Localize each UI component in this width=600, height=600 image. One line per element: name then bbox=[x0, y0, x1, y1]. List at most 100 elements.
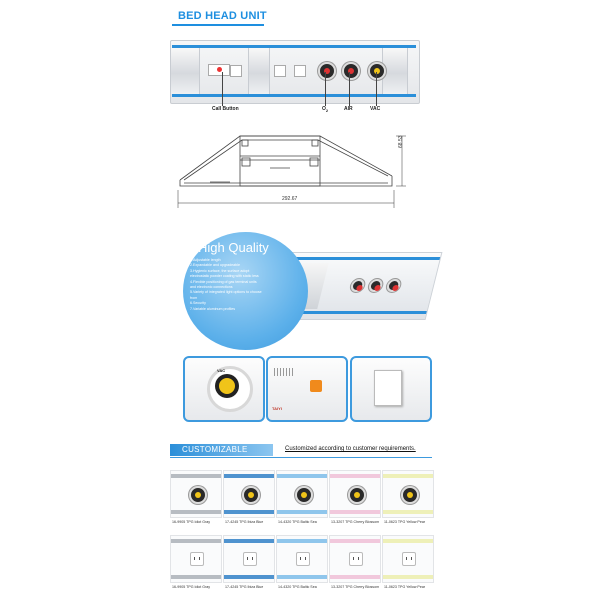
color-band bbox=[277, 539, 327, 543]
color-band bbox=[171, 510, 221, 514]
color-band bbox=[383, 510, 433, 514]
color-band bbox=[171, 474, 221, 478]
gas-socket-icon bbox=[348, 486, 366, 504]
customizable-label: CUSTOMIZABLE bbox=[182, 445, 248, 454]
color-band bbox=[330, 575, 380, 579]
photo-call-module: TAIYI bbox=[266, 356, 348, 422]
feature-item: 4.Flexible positioning of gas terminal u… bbox=[190, 279, 257, 284]
feature-item: 3.Hygienic surface, the surface adopt bbox=[190, 268, 250, 273]
swatch-caption: 17-4245 TPG Ibiza Blue bbox=[225, 520, 264, 524]
photo-vac-socket: VAC bbox=[183, 356, 265, 422]
wall-switch-icon bbox=[374, 370, 402, 406]
color-swatch bbox=[170, 470, 222, 518]
color-band bbox=[171, 539, 221, 543]
bed-head-unit-image bbox=[170, 40, 420, 104]
outlet-icon bbox=[274, 65, 286, 77]
color-band bbox=[171, 575, 221, 579]
speaker-grill-icon bbox=[274, 368, 294, 376]
color-band bbox=[383, 474, 433, 478]
swatch-caption: 13-3207 TPG Cherry Blossom bbox=[331, 585, 380, 589]
color-band bbox=[277, 575, 327, 579]
oxygen-label: O2 bbox=[322, 106, 329, 113]
call-button-icon bbox=[310, 380, 322, 392]
switch-icon bbox=[230, 65, 242, 77]
swatch-caption: 11-0623 TPG Yellow Pear bbox=[384, 520, 426, 524]
color-band bbox=[277, 474, 327, 478]
air-socket-icon bbox=[342, 62, 360, 80]
width-dimension: 292.67 bbox=[282, 196, 298, 202]
color-band bbox=[224, 510, 274, 514]
color-swatch bbox=[276, 470, 328, 518]
feature-item: and electronic connections bbox=[190, 285, 233, 290]
feature-item: 6.Security bbox=[190, 301, 206, 306]
color-band bbox=[224, 474, 274, 478]
color-band bbox=[383, 575, 433, 579]
call-button-icon bbox=[208, 64, 230, 76]
swatch-caption: 16-9905 TPG Idiot Gray bbox=[172, 585, 211, 589]
vac-socket-icon bbox=[368, 62, 386, 80]
call-button-label: Call Button bbox=[212, 106, 239, 112]
feature-item: 1.Adjustable length bbox=[190, 258, 221, 262]
gas-socket-icon bbox=[385, 279, 402, 292]
leader-line bbox=[325, 72, 326, 106]
title-underline bbox=[172, 24, 264, 26]
gas-socket-icon bbox=[401, 486, 419, 504]
photo-switch bbox=[350, 356, 432, 422]
air-label: AIR bbox=[344, 106, 353, 112]
lamp-left bbox=[170, 48, 200, 94]
gas-socket-icon bbox=[189, 486, 207, 504]
swatch-caption: 13-3207 TPG Cherry Blossom bbox=[331, 520, 380, 524]
power-outlet-icon bbox=[296, 552, 310, 566]
oxygen-socket-icon bbox=[318, 62, 336, 80]
feature-item: 5.Variety of integrated light options to… bbox=[190, 290, 262, 295]
leader-line bbox=[376, 72, 377, 106]
color-swatch bbox=[329, 535, 381, 583]
customizable-description: Customized according to customer require… bbox=[285, 446, 416, 452]
cross-section-drawing bbox=[177, 135, 406, 208]
vac-label: VAC bbox=[370, 106, 381, 112]
color-band bbox=[330, 539, 380, 543]
lamp-middle bbox=[248, 48, 270, 94]
gas-socket-icon bbox=[349, 279, 366, 292]
brand-logo: TAIYI bbox=[272, 406, 282, 411]
color-band bbox=[277, 510, 327, 514]
feature-item: 2.Expandable and upgradeable bbox=[190, 263, 240, 268]
color-band bbox=[224, 575, 274, 579]
height-dimension: 68.53 bbox=[398, 135, 404, 148]
swatch-caption: 14-4320 TPG Baltic Sea bbox=[278, 520, 317, 524]
color-band bbox=[330, 474, 380, 478]
color-swatch bbox=[382, 470, 434, 518]
lamp-right bbox=[382, 48, 408, 94]
blue-stripe-top bbox=[172, 45, 416, 48]
divider bbox=[170, 457, 432, 458]
color-swatch bbox=[223, 535, 275, 583]
page-title: BED HEAD UNIT bbox=[178, 10, 267, 22]
high-quality-feature-list: 1.Adjustable length 2.Expandable and upg… bbox=[190, 258, 302, 312]
power-outlet-icon bbox=[190, 552, 204, 566]
swatch-caption: 14-4320 TPG Baltic Sea bbox=[278, 585, 317, 589]
feature-item: electrostatic powder coating with static… bbox=[190, 274, 259, 279]
swatch-caption: 17-4245 TPG Ibiza Blue bbox=[225, 585, 264, 589]
leader-line bbox=[222, 72, 223, 106]
leader-line bbox=[349, 72, 350, 106]
vac-photo-label: VAC bbox=[217, 368, 226, 373]
color-band bbox=[383, 539, 433, 543]
color-swatch bbox=[223, 470, 275, 518]
power-outlet-icon bbox=[402, 552, 416, 566]
feature-item: 7.Variable aluminum profiles bbox=[190, 306, 236, 311]
blue-stripe-bottom bbox=[172, 94, 416, 97]
color-band bbox=[224, 539, 274, 543]
color-swatch bbox=[382, 535, 434, 583]
feature-item: from bbox=[190, 295, 198, 300]
gas-socket-icon bbox=[367, 279, 384, 292]
power-outlet-icon bbox=[349, 552, 363, 566]
color-swatch bbox=[276, 535, 328, 583]
high-quality-badge bbox=[183, 232, 308, 350]
color-swatch bbox=[329, 470, 381, 518]
high-quality-title: High Quality bbox=[198, 240, 269, 255]
color-band bbox=[330, 510, 380, 514]
swatch-caption: 16-9905 TPG Idiot Gray bbox=[172, 520, 211, 524]
gas-socket-icon bbox=[295, 486, 313, 504]
gas-socket-icon bbox=[242, 486, 260, 504]
swatch-caption: 11-0623 TPG Yellow Pear bbox=[384, 585, 426, 589]
